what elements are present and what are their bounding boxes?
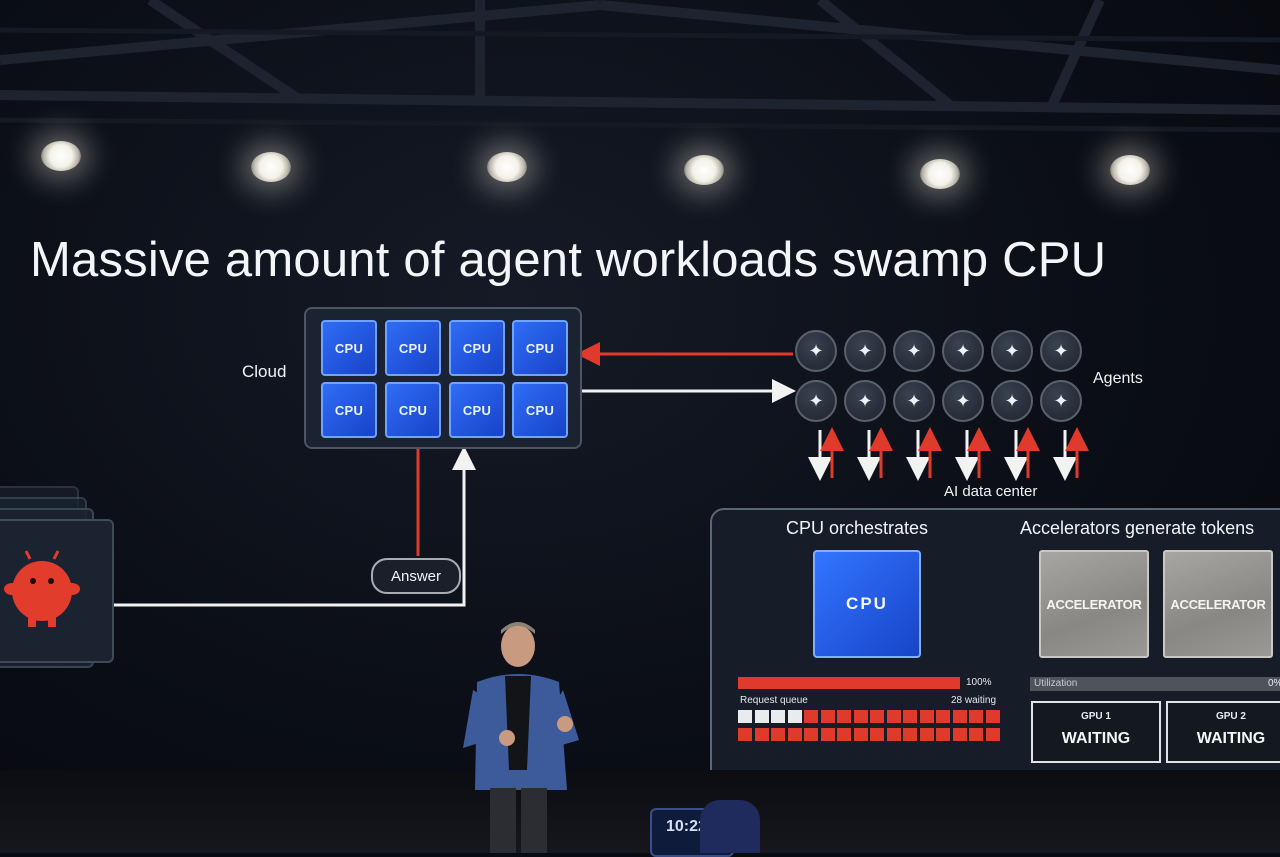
spotlight	[487, 152, 527, 182]
queue-slot	[820, 710, 835, 723]
gpu-name: GPU 2	[1215, 711, 1246, 722]
spotlight	[251, 152, 291, 182]
queue-slot	[952, 710, 967, 723]
gpu-name: GPU 1	[1080, 711, 1111, 722]
sparkle-icon: ✦	[893, 380, 935, 422]
gpu-status: WAITING	[1196, 730, 1266, 747]
queue-slot	[837, 728, 851, 741]
queue-slot	[903, 710, 917, 723]
sparkle-icon: ✦	[991, 380, 1033, 422]
queue-slot	[969, 728, 983, 741]
request-queue-grid	[738, 710, 1004, 744]
waiting-count: 28 waiting	[951, 695, 997, 706]
queue-slot	[837, 710, 851, 723]
queue-slot	[886, 728, 901, 741]
queue-slot	[936, 728, 950, 741]
cpu-big-chip: CPU	[813, 550, 921, 658]
user-card	[0, 519, 114, 663]
utilization-track	[1030, 677, 1280, 691]
lighting-truss	[0, 0, 1280, 133]
ai-data-center-label: AI data center	[944, 483, 1038, 500]
queue-slot	[853, 728, 868, 741]
spotlight	[920, 159, 960, 189]
cpu-load-percent: 100%	[966, 677, 992, 688]
cpu-tile: CPU	[385, 320, 441, 376]
spotlight	[41, 141, 81, 171]
queue-slot	[787, 710, 802, 723]
cpu-load-fill	[738, 677, 960, 689]
gpu-status-box: GPU 1 WAITING	[1031, 701, 1161, 763]
agents-grid: ✦✦✦✦✦✦✦✦✦✦✦✦	[795, 330, 1095, 425]
sparkle-icon: ✦	[795, 380, 837, 422]
queue-slot	[969, 710, 983, 723]
queue-slot	[952, 728, 967, 741]
utilization-label: Utilization	[1034, 678, 1078, 689]
queue-slot	[754, 728, 769, 741]
presenter-figure	[463, 622, 579, 853]
utilization-percent: 0%	[1268, 678, 1280, 689]
gpu-status: WAITING	[1061, 730, 1131, 747]
spotlight	[684, 155, 724, 185]
cpu-tile: CPU	[449, 320, 505, 376]
queue-slot	[919, 728, 934, 741]
queue-slot	[919, 710, 934, 723]
phone-clock: 10:22	[666, 818, 707, 835]
request-queue-label: Request queue	[740, 695, 808, 706]
queue-slot	[771, 710, 785, 723]
accelerator-chip: ACCELERATOR	[1163, 550, 1273, 658]
red-robot-mascot-icon	[4, 550, 80, 627]
cpu-load-track	[738, 677, 960, 689]
cpu-tile: CPU	[512, 382, 568, 438]
queue-slot	[936, 710, 950, 723]
sparkle-icon: ✦	[795, 330, 837, 372]
cpu-tile: CPU	[512, 320, 568, 376]
queue-slot	[804, 710, 818, 723]
gpu-status-box: GPU 2 WAITING	[1166, 701, 1280, 763]
spotlight	[1110, 155, 1150, 185]
queue-slot	[738, 728, 752, 741]
sparkle-icon: ✦	[942, 330, 984, 372]
queue-slot	[754, 710, 769, 723]
queue-slot	[870, 710, 884, 723]
queue-slot	[787, 728, 802, 741]
slide-title: Massive amount of agent workloads swamp …	[30, 233, 1107, 287]
audience-hand	[700, 800, 760, 853]
sparkle-icon: ✦	[844, 380, 886, 422]
queue-slot	[886, 710, 901, 723]
cloud-label: Cloud	[242, 362, 287, 381]
cpu-tile: CPU	[321, 382, 377, 438]
sparkle-icon: ✦	[844, 330, 886, 372]
queue-slot	[903, 728, 917, 741]
cpu-tile: CPU	[385, 382, 441, 438]
sparkle-icon: ✦	[1040, 330, 1082, 372]
accelerator-chip: ACCELERATOR	[1039, 550, 1149, 658]
sparkle-icon: ✦	[942, 380, 984, 422]
accel-section-title: Accelerators generate tokens	[1020, 518, 1255, 538]
cpu-tile: CPU	[321, 320, 377, 376]
queue-slot	[870, 728, 884, 741]
agents-label: Agents	[1093, 370, 1143, 387]
sparkle-icon: ✦	[893, 330, 935, 372]
cpu-tile: CPU	[449, 382, 505, 438]
stage-floor	[0, 770, 1280, 853]
queue-slot	[804, 728, 818, 741]
sparkle-icon: ✦	[991, 330, 1033, 372]
queue-slot	[771, 728, 785, 741]
cpu-section-title: CPU orchestrates	[786, 518, 929, 538]
queue-slot	[738, 710, 752, 723]
queue-slot	[985, 728, 1000, 741]
answer-pill: Answer	[371, 558, 461, 594]
cloud-panel: CPU CPU CPU CPU CPU CPU CPU CPU	[304, 307, 582, 449]
sparkle-icon: ✦	[1040, 380, 1082, 422]
queue-slot	[985, 710, 1000, 723]
queue-slot	[820, 728, 835, 741]
queue-slot	[853, 710, 868, 723]
